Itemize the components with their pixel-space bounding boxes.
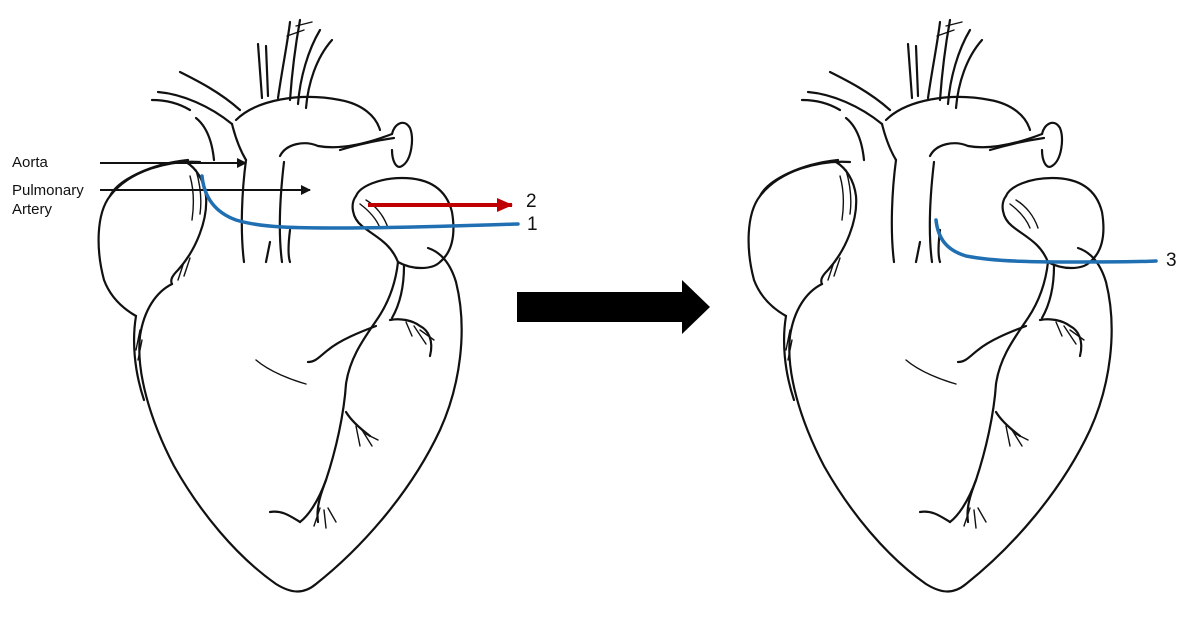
catheter-path-3 <box>934 218 1158 264</box>
label-artery: Artery <box>12 201 53 218</box>
marker-1: 1 <box>527 214 538 235</box>
catheter-path-1 <box>200 174 520 230</box>
label-pulmonary: Pulmonary <box>12 182 84 199</box>
heart-right <box>747 18 1113 593</box>
marker-2: 2 <box>526 191 537 212</box>
label-aorta: Aorta <box>12 154 48 171</box>
marker-3: 3 <box>1166 250 1177 271</box>
heart-left <box>97 18 463 593</box>
transition-arrow <box>517 280 710 334</box>
